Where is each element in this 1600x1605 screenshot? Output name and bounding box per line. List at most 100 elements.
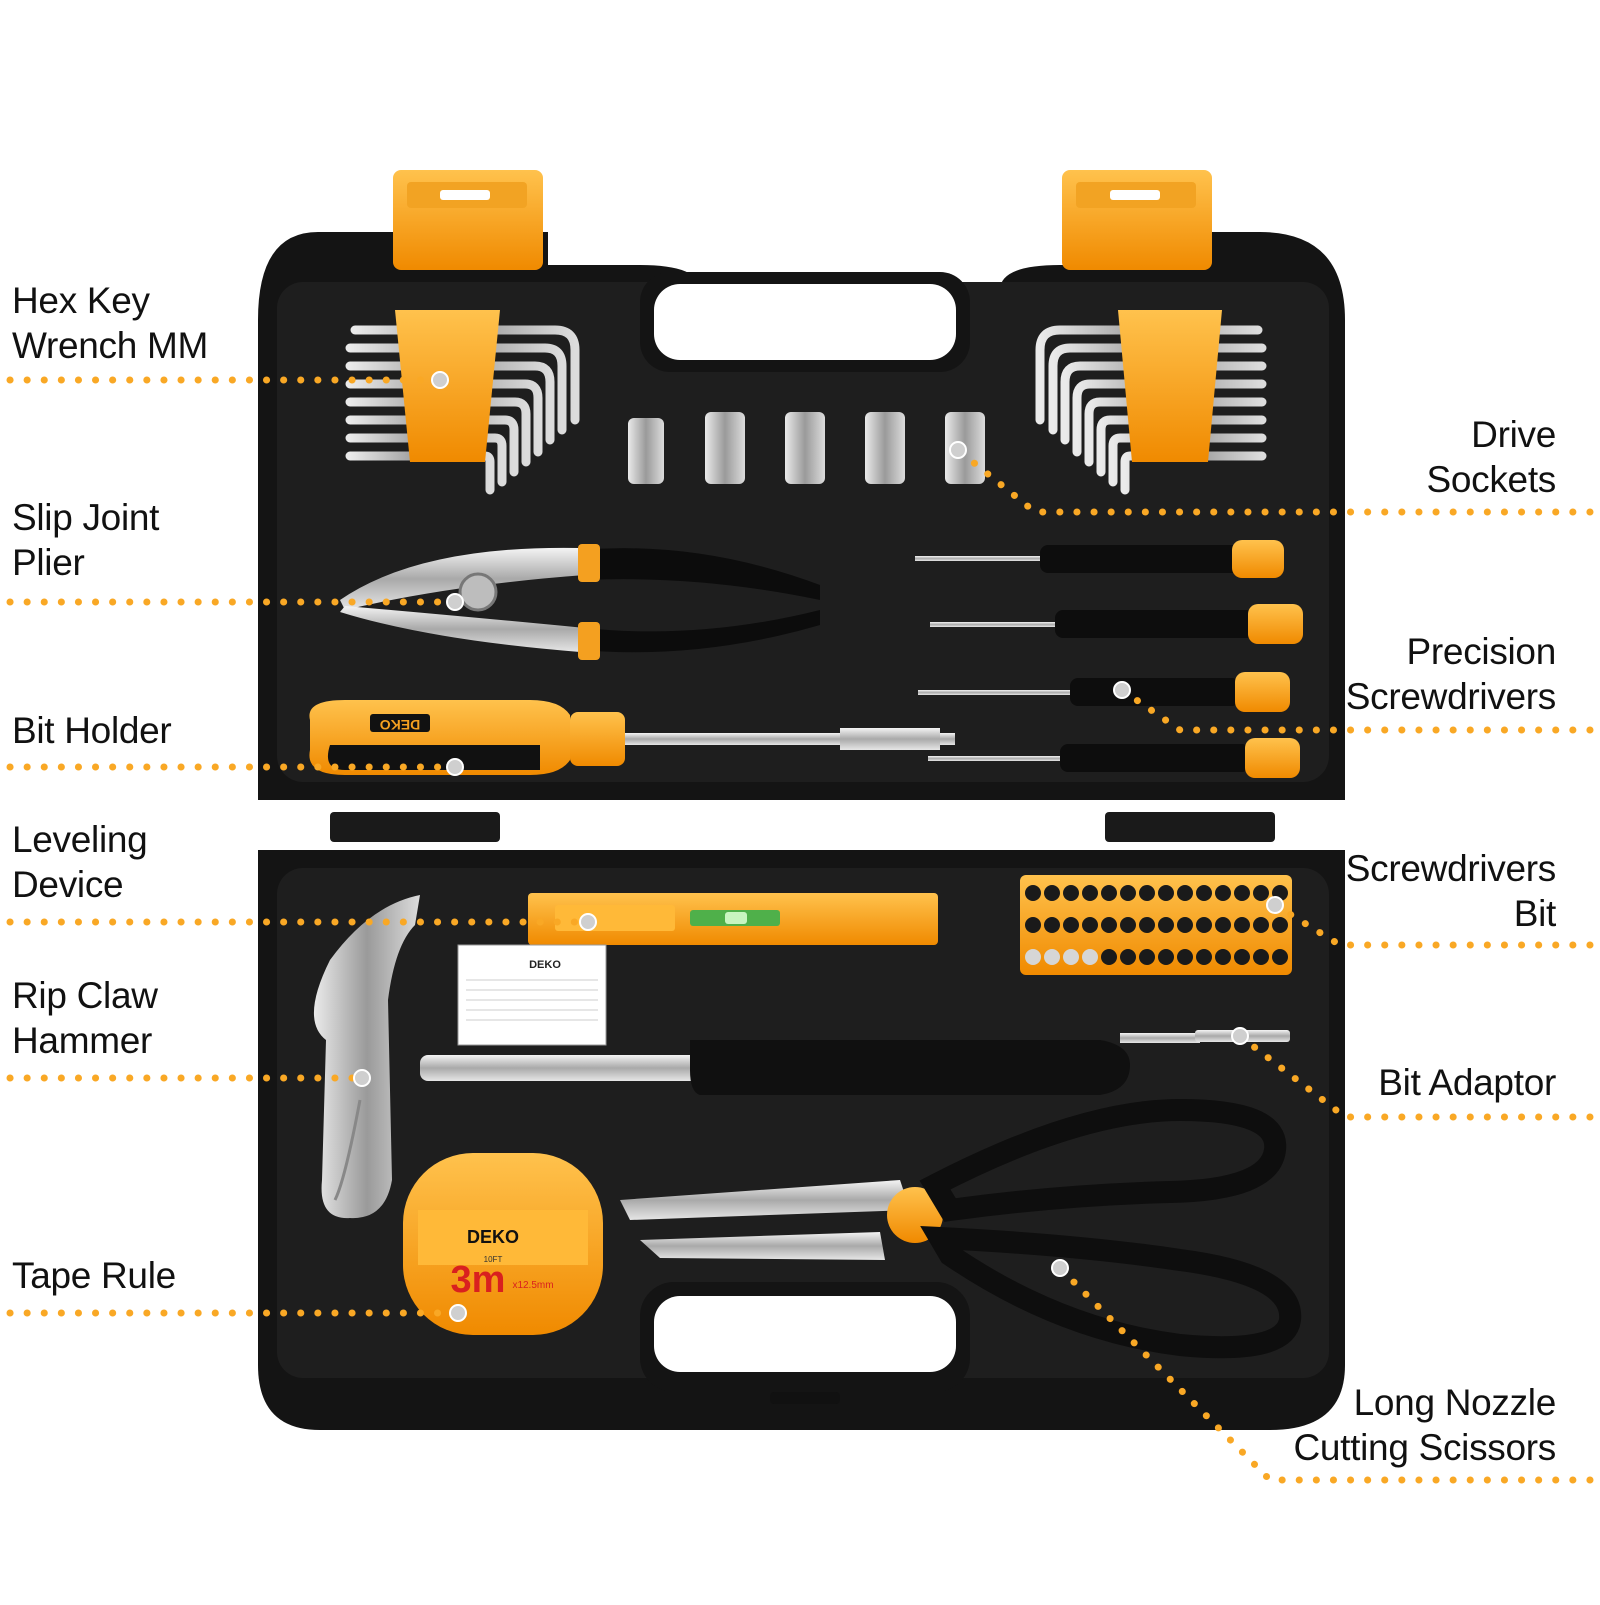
callout-tape-rule: Tape Rule	[12, 1253, 176, 1298]
callout-anchor-dot	[353, 1069, 371, 1087]
screwdriver-bit	[1158, 885, 1174, 901]
callout-scissors-line1: Long Nozzle	[1353, 1382, 1557, 1423]
screwdriver-bit	[1158, 917, 1174, 933]
callout-drive-sockets: Drive Sockets	[1426, 412, 1556, 502]
callout-anchor-dot	[1113, 681, 1131, 699]
callout-anchor-dot	[1051, 1259, 1069, 1277]
screwdriver-bit	[1063, 917, 1079, 933]
callout-hammer-line2: Hammer	[12, 1020, 153, 1061]
screwdriver-bit	[1120, 885, 1136, 901]
screwdriver-bit	[1120, 917, 1136, 933]
callout-sockets-line2: Sockets	[1426, 459, 1556, 500]
screwdriver-bit	[1139, 949, 1155, 965]
callout-slip-joint-line2: Plier	[12, 542, 85, 583]
callout-slip-joint-plier: Slip Joint Plier	[12, 495, 159, 585]
callout-leveling-line2: Device	[12, 864, 124, 905]
callout-bit-adaptor: Bit Adaptor	[1378, 1060, 1556, 1105]
screwdriver-bit	[1025, 917, 1041, 933]
screwdriver-bit	[1044, 949, 1060, 965]
screwdriver-bit	[1234, 949, 1250, 965]
screwdriver-bit	[1272, 949, 1288, 965]
callout-hex-key-line2: Wrench MM	[12, 325, 209, 366]
callout-bit-holder: Bit Holder	[12, 708, 172, 753]
callout-rip-claw-hammer: Rip Claw Hammer	[12, 973, 158, 1063]
screwdriver-bit	[1234, 917, 1250, 933]
callout-anchor-dot	[1266, 896, 1284, 914]
latch-left[interactable]	[393, 170, 543, 270]
screwdriver-bit	[1253, 917, 1269, 933]
screwdriver-bit	[1272, 917, 1288, 933]
callout-bits-line1: Screwdrivers	[1345, 848, 1557, 889]
callout-long-nozzle-scissors: Long Nozzle Cutting Scissors	[1293, 1380, 1556, 1470]
case-hinges	[330, 812, 1275, 842]
callout-bit-holder-line1: Bit Holder	[12, 710, 172, 751]
callout-screwdrivers-bit: Screwdrivers Bit	[1345, 846, 1557, 936]
tape-rule: DEKO 3m x12.5mm 10FT	[403, 1153, 603, 1335]
callout-scissors-line2: Cutting Scissors	[1293, 1427, 1556, 1468]
screwdriver-bit	[1063, 885, 1079, 901]
callout-bits-line2: Bit	[1513, 893, 1557, 934]
screwdriver-bit	[1063, 949, 1079, 965]
callout-leader-lines	[6, 371, 1594, 1484]
tape-rule-brand: DEKO	[467, 1227, 519, 1247]
callout-precision-line1: Precision	[1406, 631, 1557, 672]
callout-precision-line2: Screwdrivers	[1345, 676, 1557, 717]
callout-anchor-dot	[446, 758, 464, 776]
callout-anchor-dot	[449, 1304, 467, 1322]
callout-leader-line	[1271, 901, 1594, 949]
callout-hex-key: Hex Key Wrench MM	[12, 278, 208, 368]
bit-holder-screwdriver: DEKO	[309, 700, 955, 775]
callout-anchor-dot	[949, 441, 967, 459]
screwdriver-bit	[1215, 885, 1231, 901]
screwdriver-bit	[1215, 949, 1231, 965]
screwdriver-bit	[1101, 949, 1117, 965]
callout-anchor-dot	[446, 593, 464, 611]
screwdriver-bit	[1139, 917, 1155, 933]
screwdriver-bit	[1158, 949, 1174, 965]
callout-hex-key-line1: Hex Key	[12, 280, 150, 321]
screwdriver-bit	[1234, 885, 1250, 901]
screwdriver-bit	[1215, 917, 1231, 933]
screwdriver-bit	[1139, 885, 1155, 901]
screwdriver-bit	[1177, 917, 1193, 933]
hex-key-set-left	[345, 310, 580, 495]
callout-leader-line	[1118, 686, 1594, 734]
screwdriver-bits-tray	[1020, 875, 1292, 975]
screwdriver-bit	[1044, 885, 1060, 901]
label-card-brand: DEKO	[529, 959, 561, 971]
screwdriver-bit	[1025, 949, 1041, 965]
rip-claw-hammer	[313, 895, 1200, 1219]
latch-right[interactable]	[1062, 170, 1212, 270]
screwdriver-bit	[1253, 949, 1269, 965]
callout-leveling-device: Leveling Device	[12, 817, 148, 907]
tape-rule-feet: 10FT	[484, 1255, 503, 1264]
callout-leveling-line1: Leveling	[12, 819, 148, 860]
slip-joint-plier	[340, 544, 820, 660]
callout-hammer-line1: Rip Claw	[12, 975, 158, 1016]
screwdriver-bit	[1253, 885, 1269, 901]
screwdriver-bit	[1177, 885, 1193, 901]
precision-screwdrivers	[915, 540, 1303, 778]
callout-anchor-dot	[431, 371, 449, 389]
tape-rule-length: 3m	[451, 1259, 506, 1301]
screwdriver-bit	[1025, 885, 1041, 901]
callout-anchor-dot	[579, 913, 597, 931]
long-nozzle-scissors	[620, 1098, 1302, 1359]
callout-tape-line1: Tape Rule	[12, 1255, 176, 1296]
drive-sockets	[628, 412, 985, 484]
screwdriver-bit	[1044, 917, 1060, 933]
screwdriver-bit	[1120, 949, 1136, 965]
screwdriver-bit	[1196, 885, 1212, 901]
product-label-card: DEKO	[457, 944, 607, 1046]
screwdriver-bit	[1101, 885, 1117, 901]
callout-precision-screwdrivers: Precision Screwdrivers	[1345, 629, 1557, 719]
callout-slip-joint-line1: Slip Joint	[12, 497, 160, 538]
callout-anchor-dot	[1231, 1027, 1249, 1045]
callout-leader-line	[954, 446, 1594, 516]
screwdriver-bit	[1177, 949, 1193, 965]
bit-holder-brand-label: DEKO	[380, 717, 421, 733]
screwdriver-bit	[1196, 917, 1212, 933]
callout-adaptor-line1: Bit Adaptor	[1378, 1062, 1556, 1103]
